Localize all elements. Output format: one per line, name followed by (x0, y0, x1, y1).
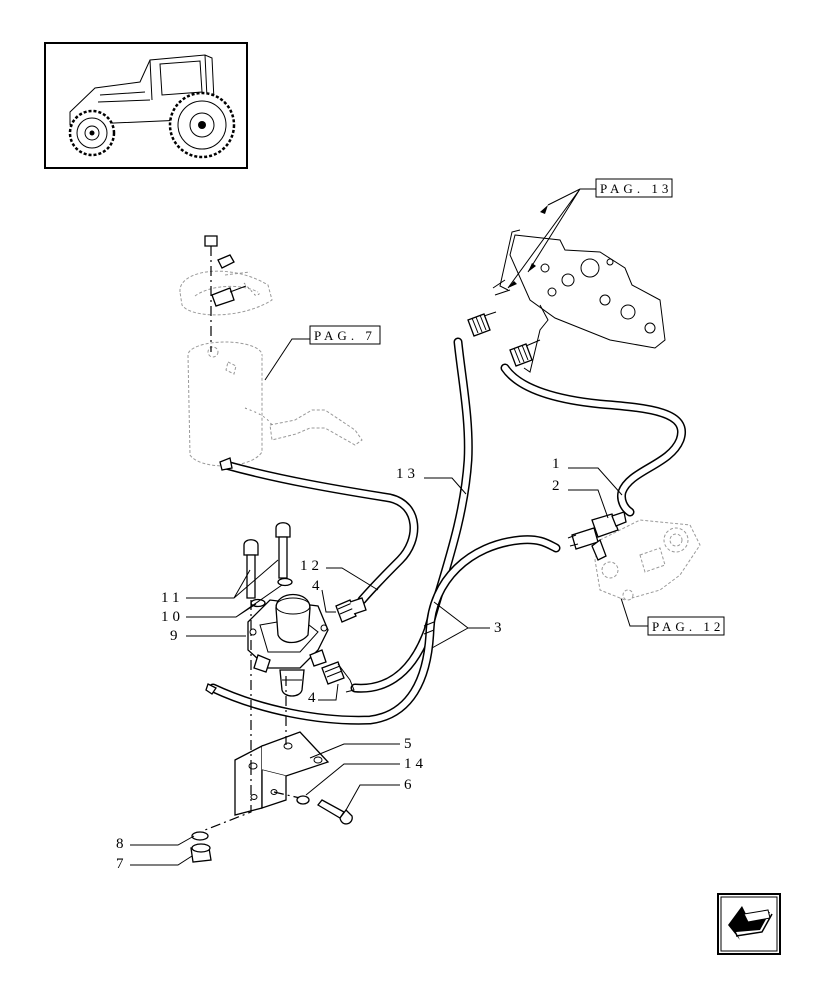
washer-14[interactable] (296, 795, 310, 805)
callout-3: 3 (431, 601, 506, 649)
callout-6: 6 (345, 777, 416, 811)
callout-4-upper: 4 (312, 578, 336, 613)
page-ref-text: PAG. 12 (652, 619, 724, 634)
brake-valve-ghost (594, 519, 701, 601)
part-number-label: 7 (116, 856, 128, 872)
washer-8[interactable] (191, 831, 209, 841)
return-arrow-icon[interactable] (717, 893, 781, 955)
unloader-valve[interactable] (247, 594, 329, 697)
callout-4-lower: 4 (308, 683, 339, 706)
page-ref-text: PAG. 13 (600, 181, 672, 196)
tee-fitting[interactable] (567, 511, 627, 561)
part-number-label: 5 (404, 736, 416, 752)
bolt-11-right[interactable] (275, 522, 291, 579)
part-number-label: 4 (312, 578, 324, 594)
callout-14: 14 (305, 756, 427, 796)
part-number-label: 4 (308, 690, 320, 706)
page-ref-text: PAG. 7 (314, 328, 376, 343)
callout-1: 1 (552, 456, 623, 496)
tank-bolt (204, 235, 263, 352)
callout-2: 2 (552, 478, 609, 519)
part-number-label: 10 (161, 609, 184, 625)
nut-7[interactable] (190, 843, 212, 863)
callout-10: 10 (161, 584, 283, 625)
bracket-plate-ghost (492, 229, 666, 373)
tractor-thumbnail-icon (44, 42, 248, 169)
part-number-label: 14 (404, 756, 427, 772)
callout-7: 7 (116, 855, 193, 872)
bolt-6[interactable] (317, 799, 353, 825)
page-ref-pag-13[interactable]: PAG. 13 (595, 178, 673, 198)
part-number-label: 12 (300, 558, 323, 574)
callout-12: 12 (300, 558, 379, 591)
page-ref-pag-7[interactable]: PAG. 7 (309, 325, 381, 345)
part-number-label: 8 (116, 836, 128, 852)
page-ref-pag-12[interactable]: PAG. 12 (647, 616, 725, 636)
fitting-4-upper[interactable] (335, 597, 367, 623)
callout-11: 11 (161, 559, 279, 606)
bulkhead-fitting-left (467, 311, 497, 337)
callout-13: 13 (396, 466, 467, 495)
bulkhead-fitting-right (509, 339, 541, 367)
washer-10[interactable] (250, 577, 293, 608)
callout-8: 8 (116, 835, 195, 852)
mounting-bracket[interactable] (234, 731, 330, 816)
part-number-label: 6 (404, 777, 416, 793)
part-number-label: 3 (494, 620, 506, 636)
part-number-label: 13 (396, 466, 419, 482)
fitting-4-lower[interactable] (321, 661, 355, 693)
part-number-label: 9 (170, 628, 182, 644)
air-reservoir-ghost (179, 270, 363, 467)
bolt-11-left[interactable] (243, 539, 259, 599)
callout-9: 9 (170, 628, 246, 644)
part-number-label: 11 (161, 590, 183, 606)
part-number-label: 2 (552, 478, 564, 494)
callout-5: 5 (309, 736, 416, 759)
part-number-label: 1 (552, 456, 564, 472)
